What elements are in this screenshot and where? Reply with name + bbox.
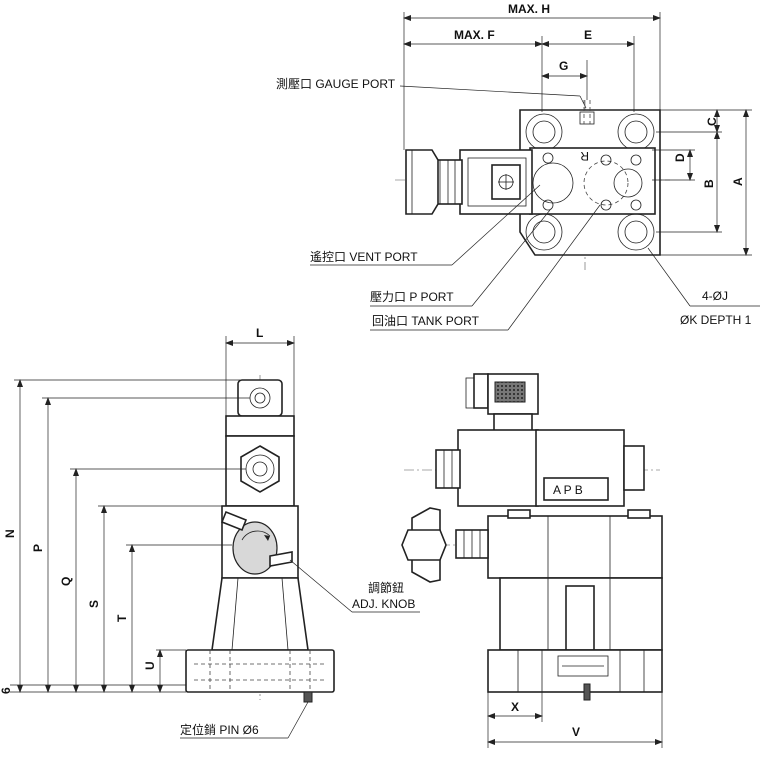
dim-q: Q (59, 577, 73, 586)
holes-count-label: 4-ØJ (702, 289, 728, 303)
dim-p: P (31, 544, 45, 552)
dim-u: U (143, 661, 157, 670)
front-view-dimensions: L N P Q S T U 6 (0, 326, 295, 694)
dim-t: T (115, 614, 129, 622)
dim-s: S (87, 600, 101, 608)
gauge-port-label: 測壓口 GAUGE PORT (276, 77, 396, 91)
holes-depth-label: ØK DEPTH 1 (680, 313, 752, 327)
side-view-dimensions: X V (487, 692, 663, 748)
p-port-label: 壓力口 P PORT (370, 290, 454, 304)
top-view-callouts: 測壓口 GAUGE PORT 遙控口 VENT PORT 壓力口 P PORT … (276, 77, 760, 331)
adj-knob-en-label: ADJ. KNOB (352, 597, 415, 611)
front-view (185, 375, 335, 703)
dim-n: N (3, 529, 17, 538)
dim-g: G (559, 59, 568, 73)
dim-max-h: MAX. H (508, 2, 550, 16)
dim-v: V (572, 725, 580, 739)
dim-six: 6 (0, 687, 13, 694)
dim-c: C (705, 117, 719, 126)
dim-x: X (511, 700, 519, 714)
port-r-label: R (580, 149, 589, 163)
side-view: A P B (401, 373, 663, 701)
dim-d: D (673, 153, 687, 162)
dim-l: L (256, 326, 263, 340)
top-view: R (395, 100, 670, 270)
dim-max-f: MAX. F (454, 28, 495, 42)
dim-e: E (584, 28, 592, 42)
nameplate-label: A P B (553, 483, 583, 497)
adj-knob-cn-label: 調節鈕 (368, 580, 404, 595)
front-view-callouts: 調節鈕 ADJ. KNOB 定位銷 PIN Ø6 (180, 559, 420, 739)
dim-b: B (702, 179, 716, 188)
vent-port-label: 遙控口 VENT PORT (310, 250, 418, 264)
top-view-dimensions: MAX. H MAX. F E G C D B A (403, 2, 752, 256)
dim-a: A (731, 177, 745, 186)
pin-label: 定位銷 PIN Ø6 (180, 722, 259, 737)
tank-port-label: 回油口 TANK PORT (372, 314, 480, 328)
